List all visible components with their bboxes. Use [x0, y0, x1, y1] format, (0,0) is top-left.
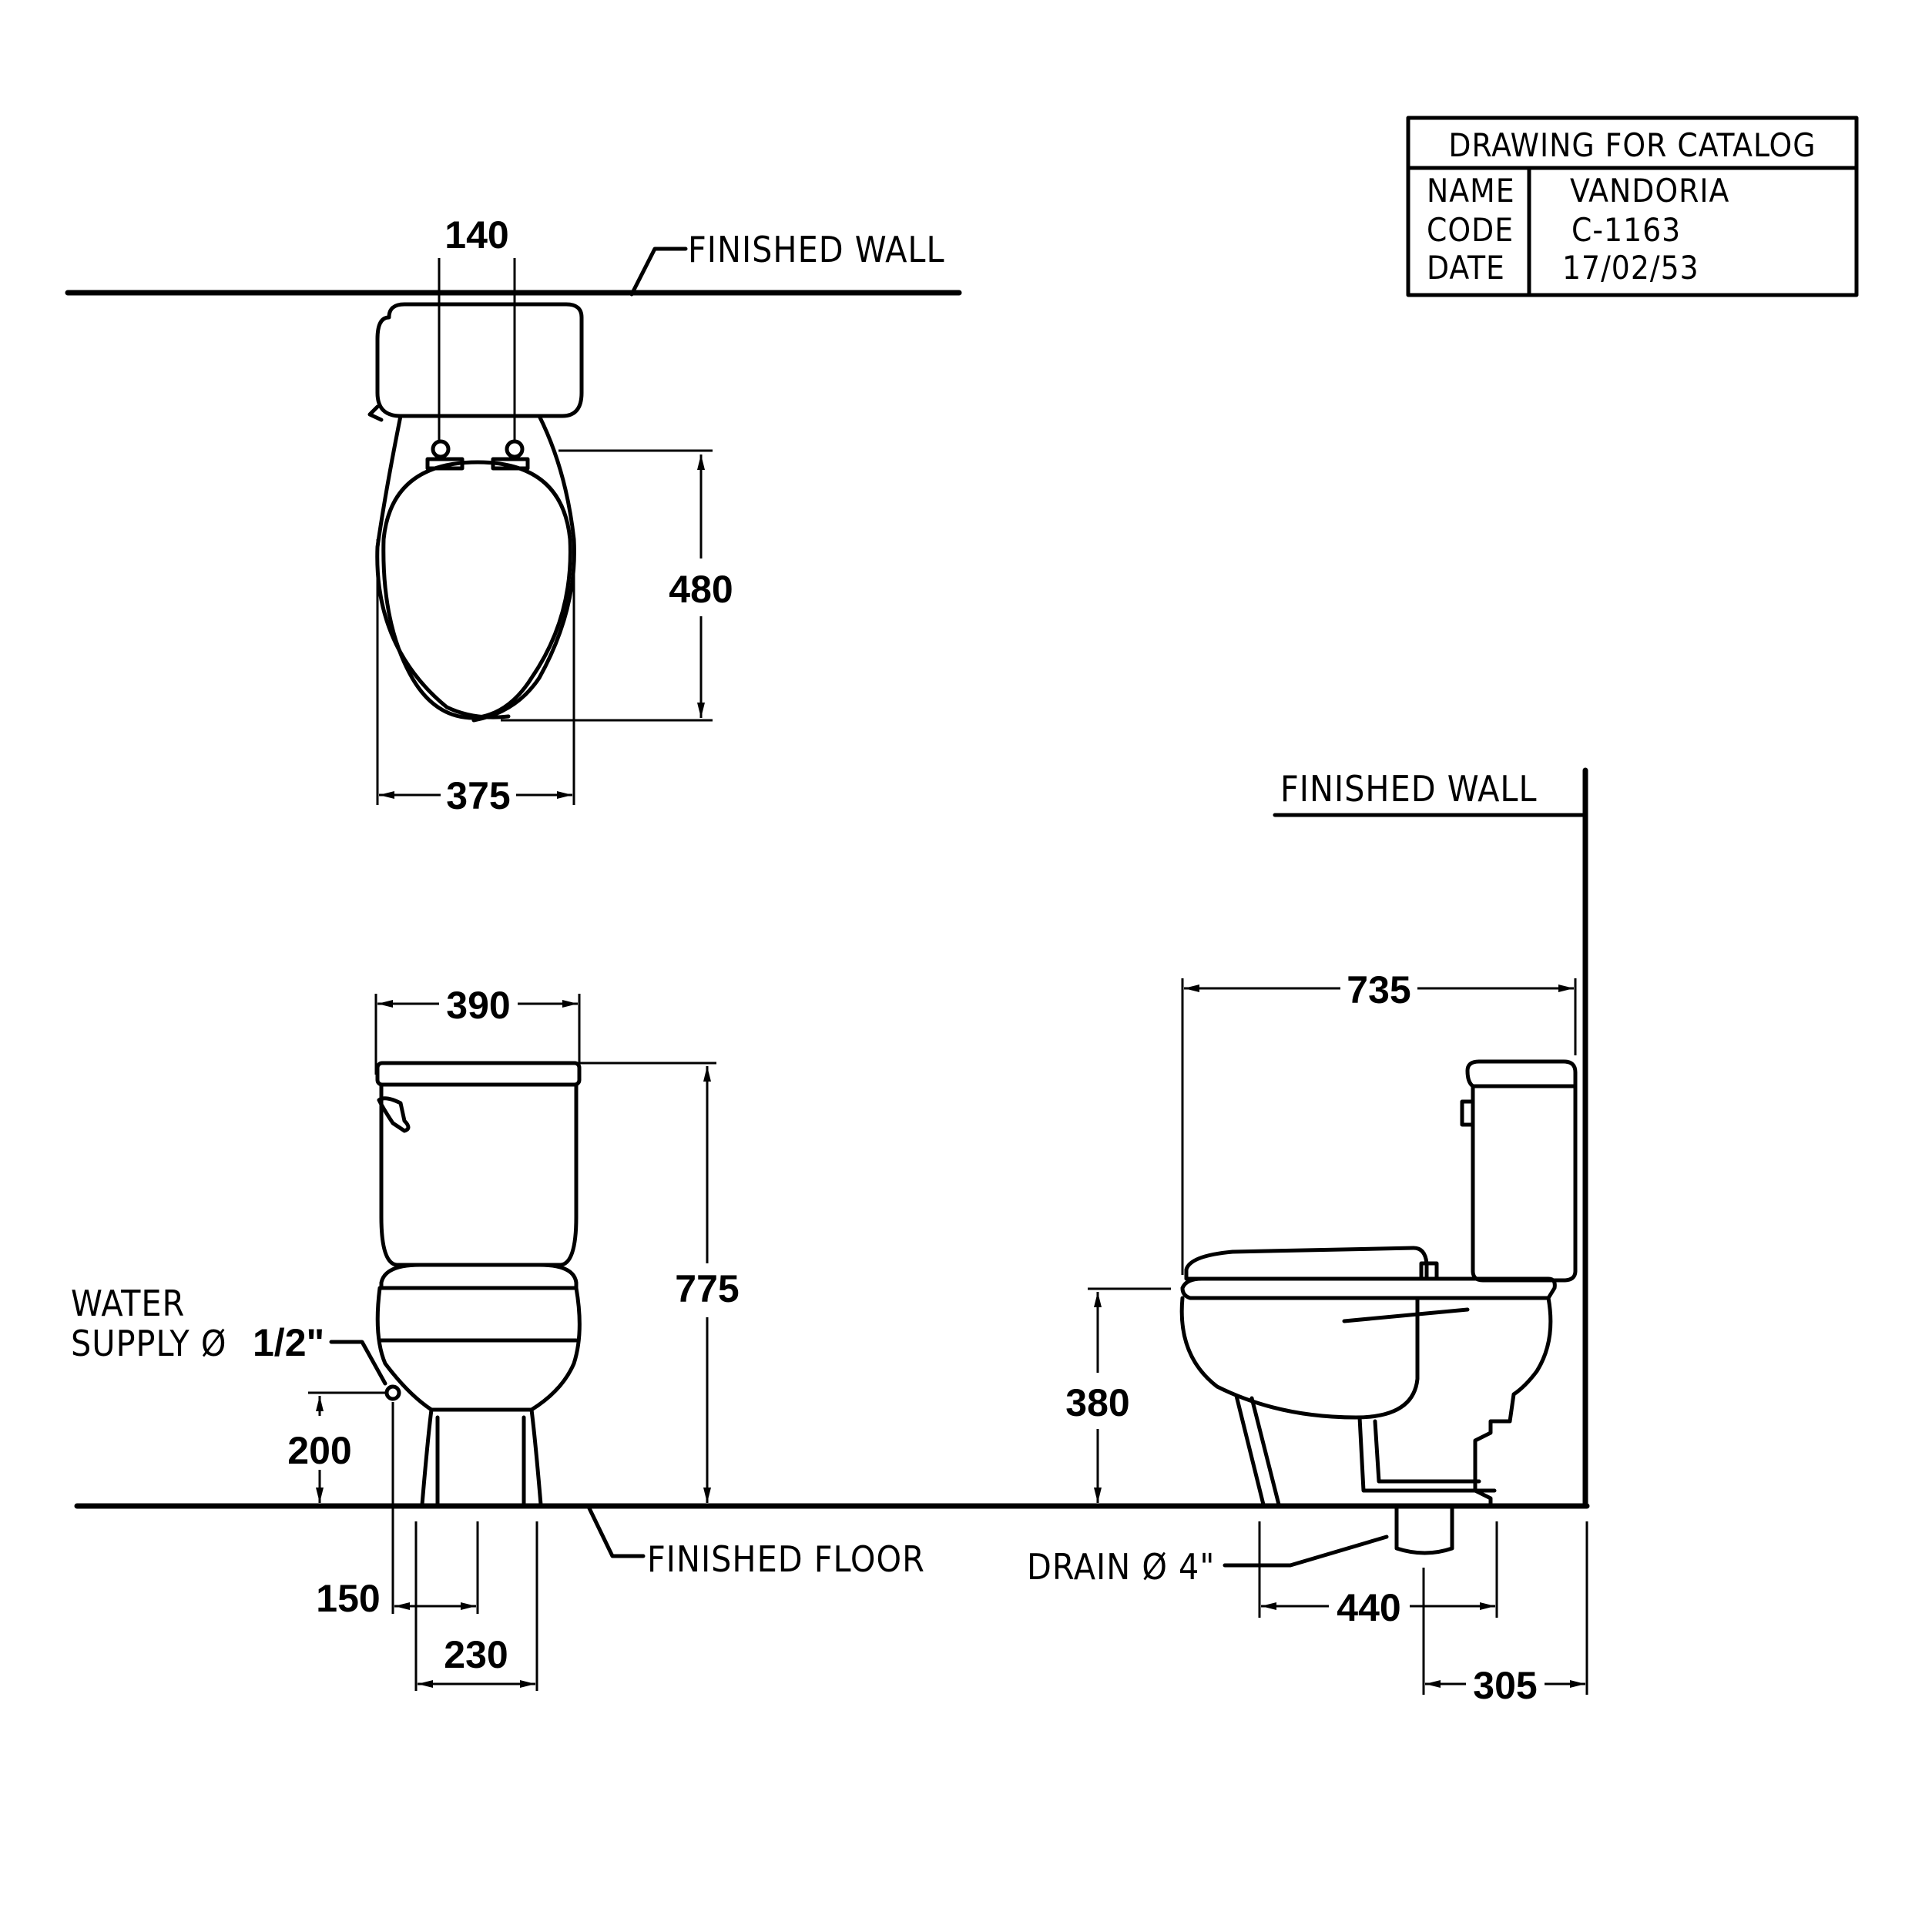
water-supply-size-label: 1/2" [253, 1321, 324, 1364]
flush-lever-side [1460, 1099, 1475, 1127]
bowl-inner-line-side [1342, 1307, 1470, 1323]
title-block-value-date: 17/02/53 [1562, 249, 1699, 287]
finished-wall-label-top: FINISHED WALL [688, 229, 945, 270]
hinge-bolt-left [431, 439, 451, 459]
finished-floor-label: FINISHED FLOOR [647, 1538, 925, 1580]
pedestal-right-front [529, 1407, 543, 1507]
water-supply-label-line2: SUPPLY Ø [71, 1323, 226, 1364]
seat-rim-side [1180, 1276, 1557, 1300]
dim-480-label: 480 [669, 568, 733, 611]
title-block-value-name: VANDORIA [1570, 172, 1729, 210]
dim-140-label: 140 [444, 213, 508, 257]
dim-200-label: 200 [287, 1429, 351, 1472]
dim-735-label: 735 [1347, 968, 1410, 1011]
finished-wall-label-side: FINISHED WALL [1280, 768, 1538, 810]
tank-body-front [379, 1082, 579, 1267]
seat-front [379, 1263, 579, 1290]
drain-label: DRAIN Ø 4" [1027, 1546, 1215, 1588]
title-block-key-name: NAME [1427, 172, 1515, 210]
trapway-side [1473, 1296, 1553, 1507]
seat-hinge-side [1419, 1261, 1439, 1281]
title-block: DRAWING FOR CATALOG NAME CODE DATE VANDO… [1406, 116, 1859, 297]
seat-hinge-right [491, 457, 530, 471]
hinge-bolt-right [505, 439, 525, 459]
flush-lever-top [367, 404, 384, 422]
dim-390-label: 390 [446, 984, 510, 1027]
finished-wall-leader-top [629, 247, 688, 297]
seat-top-outline [381, 460, 572, 720]
bowl-body-left-top [375, 414, 511, 719]
dim-305-label: 305 [1473, 1664, 1537, 1707]
top-view: FINISHED WALL 140 480 375 [65, 213, 962, 817]
dim-380-label: 380 [1065, 1381, 1129, 1424]
pedestal-rear-inner-side [1373, 1419, 1481, 1484]
title-block-key-date: DATE [1427, 249, 1505, 287]
bowl-side [1179, 1296, 1420, 1420]
side-view: FINISHED WALL DRAIN Ø 4" 735 380 [1027, 767, 1588, 1707]
dim-440-label: 440 [1337, 1586, 1400, 1629]
water-supply-inlet [384, 1384, 401, 1401]
title-block-frame [1406, 116, 1859, 297]
front-view: WATER SUPPLY Ø 1/2" 390 775 200 150 230 [71, 984, 740, 1691]
water-supply-label-line1: WATER [71, 1283, 185, 1324]
dim-150-label: 150 [316, 1577, 380, 1620]
pedestal-front-side [1234, 1394, 1266, 1507]
pedestal-left-front [420, 1407, 434, 1507]
drain-pipe [1394, 1506, 1454, 1555]
pedestal-rear-side [1357, 1415, 1497, 1493]
water-supply-leader [329, 1340, 387, 1386]
flush-lever-front [377, 1096, 411, 1133]
pedestal-front-inner-side [1249, 1396, 1281, 1507]
title-block-key-code: CODE [1427, 211, 1514, 249]
title-block-value-code: C-1163 [1571, 211, 1681, 249]
tank-side [1465, 1059, 1578, 1283]
seat-lid-side [1184, 1246, 1429, 1281]
seat-hinge-left [425, 457, 465, 471]
drain-leader [1223, 1535, 1389, 1568]
bowl-front [375, 1286, 582, 1412]
dim-230-label: 230 [444, 1633, 508, 1676]
title-block-heading: DRAWING FOR CATALOG [1448, 126, 1816, 164]
dim-375-label: 375 [446, 774, 510, 817]
tank-lid-front [375, 1061, 582, 1087]
bowl-body-right-top [471, 414, 576, 723]
finished-floor-leader [587, 1506, 646, 1558]
tank-top-outline [375, 302, 584, 418]
dim-775-label: 775 [675, 1267, 739, 1310]
